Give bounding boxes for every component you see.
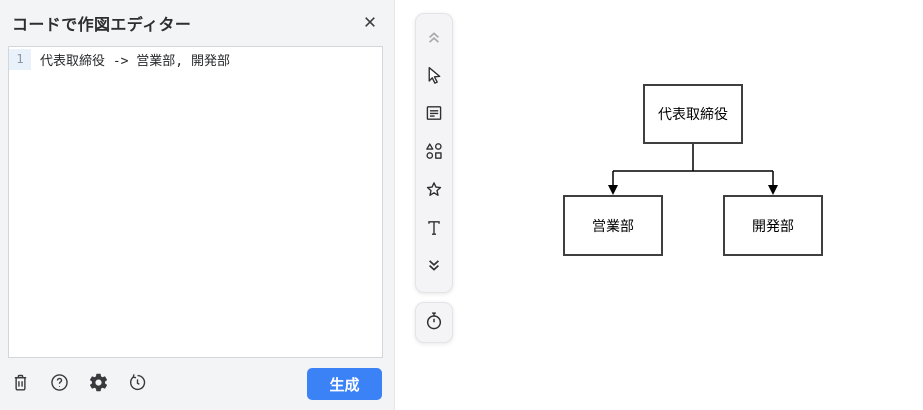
line-number: 1 <box>9 49 31 70</box>
arrowhead-dev <box>768 185 778 195</box>
expand-down-button[interactable] <box>417 251 451 285</box>
timer-button[interactable] <box>423 310 445 335</box>
collapse-up-button[interactable] <box>417 21 451 55</box>
note-tool-button[interactable] <box>417 98 451 132</box>
footer-icon-group <box>9 373 148 395</box>
edge-lines <box>612 144 774 186</box>
cursor-icon <box>423 64 445 89</box>
stopwatch-icon <box>423 310 445 335</box>
shapes-tool-button[interactable] <box>417 136 451 170</box>
shape-toolbar <box>415 13 453 293</box>
diagram-node-president[interactable]: 代表取締役 <box>643 84 743 144</box>
trash-icon <box>10 372 31 396</box>
code-line-text[interactable]: 代表取締役 -> 営業部, 開発部 <box>40 54 230 69</box>
chevron-double-down-icon <box>423 255 445 280</box>
gear-icon <box>88 372 109 396</box>
history-icon <box>127 372 148 396</box>
chevron-double-up-icon <box>423 26 445 51</box>
editor-active-line[interactable]: 1 代表取締役 -> 営業部, 開発部 <box>9 49 382 70</box>
help-button[interactable] <box>48 373 70 395</box>
select-tool-button[interactable] <box>417 59 451 93</box>
code-editor[interactable]: 1 代表取締役 -> 営業部, 開発部 <box>8 46 383 358</box>
help-icon <box>49 372 70 396</box>
note-icon <box>423 102 445 127</box>
settings-button[interactable] <box>87 373 109 395</box>
diagram-node-development[interactable]: 開発部 <box>723 195 823 256</box>
text-icon <box>423 217 445 242</box>
star-icon <box>423 179 445 204</box>
arrowhead-sales <box>608 185 618 195</box>
generate-button[interactable]: 生成 <box>307 368 382 400</box>
diagram-canvas[interactable]: 代表取締役 営業部 開発部 <box>395 0 923 410</box>
star-tool-button[interactable] <box>417 174 451 208</box>
history-button[interactable] <box>126 373 148 395</box>
panel-title: コードで作図エディター <box>12 17 192 34</box>
text-tool-button[interactable] <box>417 213 451 247</box>
trash-button[interactable] <box>9 373 31 395</box>
timer-toolbar <box>415 302 453 343</box>
close-button[interactable] <box>361 13 379 34</box>
close-icon <box>361 13 379 34</box>
code-editor-panel: コードで作図エディター 1 代表取締役 -> 営業部, 開発部 <box>0 0 395 410</box>
diagram-node-sales[interactable]: 営業部 <box>563 195 663 256</box>
panel-footer: 生成 <box>0 358 394 410</box>
shapes-icon <box>423 140 445 165</box>
panel-header: コードで作図エディター <box>0 0 394 46</box>
